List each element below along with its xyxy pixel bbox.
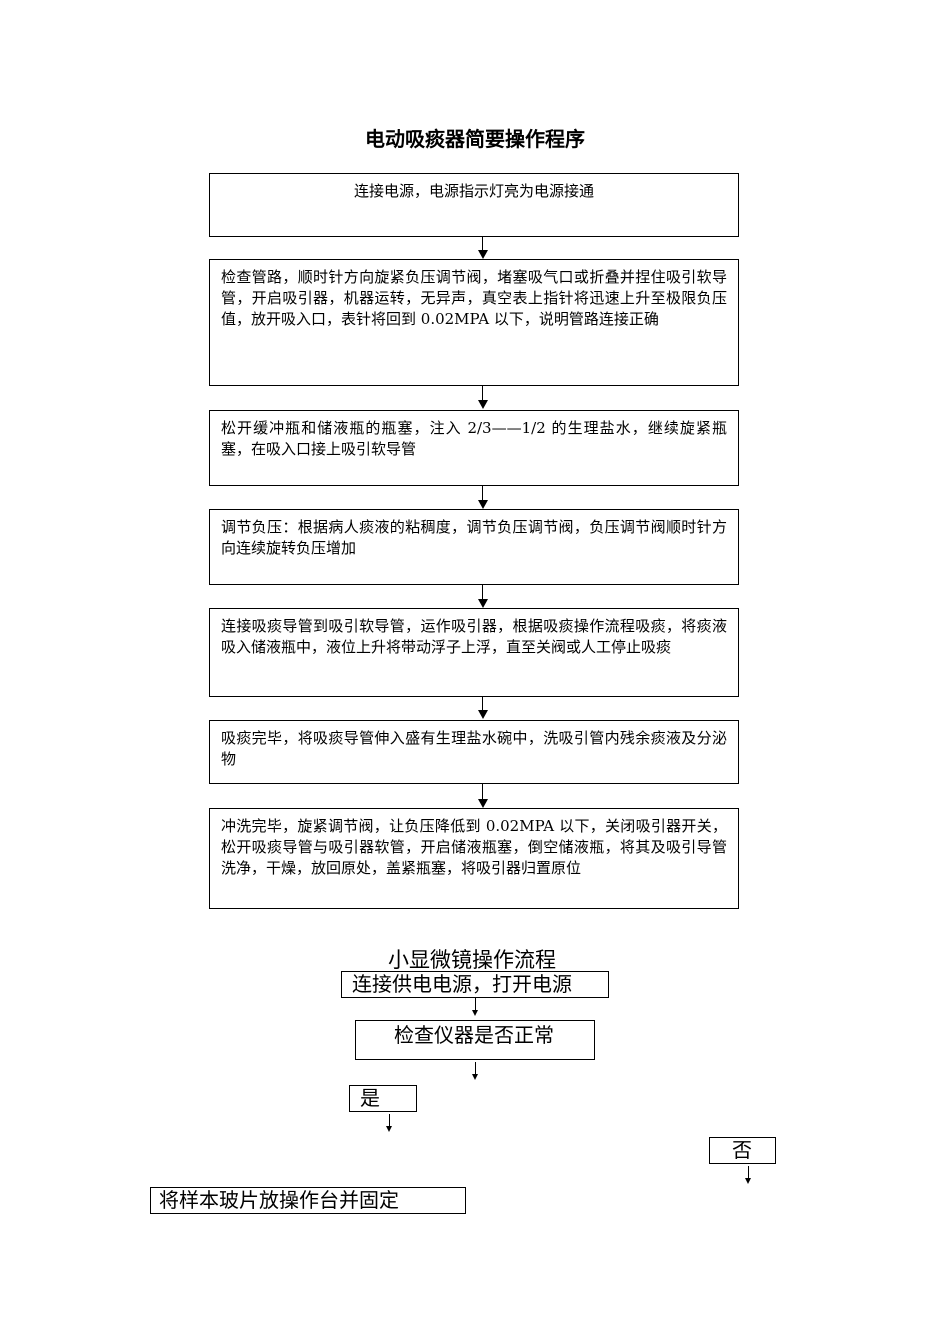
step-check-instrument: 检查仪器是否正常 <box>355 1020 595 1060</box>
connector-line <box>389 1114 390 1126</box>
arrow-down-icon <box>472 1010 478 1016</box>
microscope-flow-title: 小显微镜操作流程 <box>388 948 556 972</box>
connector-line <box>475 1062 476 1074</box>
step-place-slide: 将样本玻片放操作台并固定 <box>150 1187 466 1214</box>
connector-line <box>482 585 483 599</box>
connector-line <box>482 486 483 500</box>
connector-line <box>475 998 476 1010</box>
flowchart-title: 电动吸痰器简要操作程序 <box>365 127 585 151</box>
yes-box: 是 <box>349 1085 417 1112</box>
step-power-on: 连接供电电源，打开电源 <box>341 971 609 998</box>
connector-line <box>482 237 483 250</box>
no-box: 否 <box>709 1137 776 1164</box>
connector-line <box>482 386 483 400</box>
step-rinse: 吸痰完毕，将吸痰导管伸入盛有生理盐水碗中，洗吸引管内残余痰液及分泌物 <box>209 720 739 784</box>
arrow-down-icon <box>478 710 488 719</box>
arrow-down-icon <box>478 400 488 409</box>
step-connect-power: 连接电源，电源指示灯亮为电源接通 <box>209 173 739 237</box>
step-suction: 连接吸痰导管到吸引软导管，运作吸引器，根据吸痰操作流程吸痰，将痰液吸入储液瓶中，… <box>209 608 739 697</box>
arrow-down-icon <box>478 599 488 608</box>
connector-line <box>748 1166 749 1178</box>
step-check-tubing: 检查管路，顺时针方向旋紧负压调节阀，堵塞吸气口或折叠并捏住吸引软导管，开启吸引器… <box>209 259 739 386</box>
step-fill-saline: 松开缓冲瓶和储液瓶的瓶塞，注入 2/3——1/2 的生理盐水，继续旋紧瓶塞，在吸… <box>209 410 739 486</box>
arrow-down-icon <box>386 1126 392 1132</box>
connector-line <box>482 697 483 710</box>
connector-line <box>482 784 483 799</box>
arrow-down-icon <box>478 250 488 259</box>
arrow-down-icon <box>478 500 488 509</box>
arrow-down-icon <box>478 799 488 808</box>
arrow-down-icon <box>745 1178 751 1184</box>
arrow-down-icon <box>472 1074 478 1080</box>
step-adjust-pressure: 调节负压：根据病人痰液的粘稠度，调节负压调节阀，负压调节阀顺时针方向连续旋转负压… <box>209 509 739 585</box>
step-cleanup: 冲洗完毕，旋紧调节阀，让负压降低到 0.02MPA 以下，关闭吸引器开关，松开吸… <box>209 808 739 909</box>
